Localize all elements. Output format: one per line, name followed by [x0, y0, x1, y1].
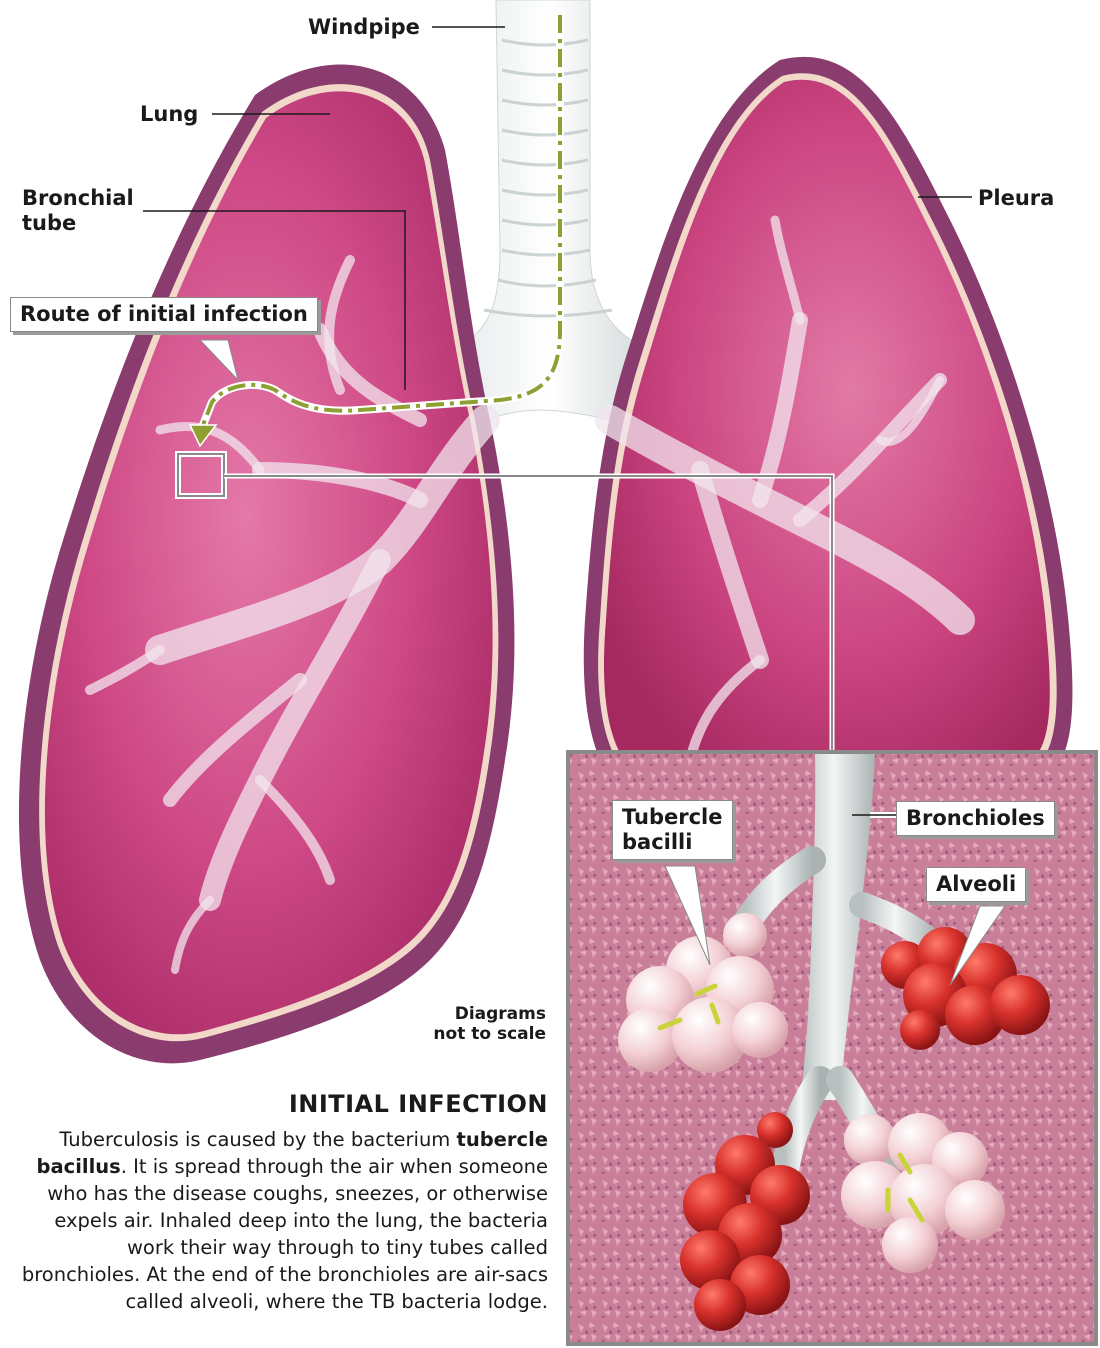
scale-note-line1: Diagrams — [433, 1004, 546, 1024]
pleura-label: Pleura — [978, 186, 1054, 211]
scale-note: Diagrams not to scale — [433, 1004, 546, 1044]
bronchial-tube-label-line2: tube — [22, 211, 134, 236]
bronchial-tube-label-line1: Bronchial — [22, 186, 134, 211]
bronchioles-callout: Bronchioles — [896, 801, 1055, 836]
alveoli-callout: Alveoli — [926, 867, 1026, 902]
caption-body: Tuberculosis is caused by the bacterium … — [8, 1126, 548, 1315]
tubercle-bacilli-line2: bacilli — [622, 830, 723, 855]
bronchial-tube-label: Bronchial tube — [22, 186, 134, 236]
right-lung-shape — [584, 57, 1073, 790]
scale-note-line2: not to scale — [433, 1024, 546, 1044]
tubercle-bacilli-callout: Tubercle bacilli — [612, 800, 733, 860]
caption-heading: INITIAL INFECTION — [289, 1090, 548, 1118]
windpipe-label: Windpipe — [308, 15, 420, 40]
lung-label: Lung — [140, 102, 198, 127]
caption-rest: . It is spread through the air when some… — [22, 1155, 548, 1313]
windpipe-shape — [460, 0, 640, 420]
route-callout: Route of initial infection — [10, 297, 318, 332]
tubercle-bacilli-line1: Tubercle — [622, 805, 723, 830]
caption-intro: Tuberculosis is caused by the bacterium — [59, 1128, 450, 1151]
